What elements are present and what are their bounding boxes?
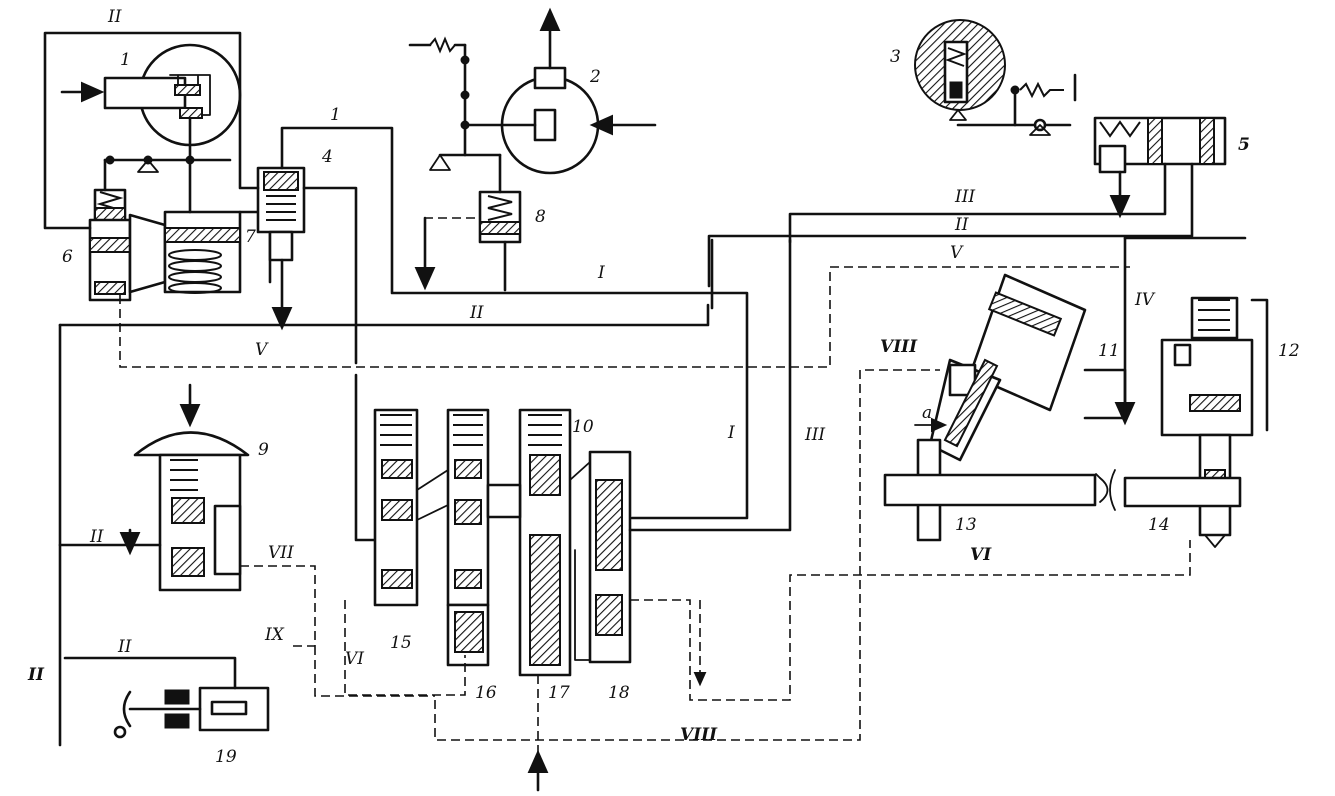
line-label-VIII-bottom: VIII bbox=[680, 725, 718, 745]
unit-2-valve bbox=[463, 7, 657, 175]
unit-8-valve bbox=[408, 36, 522, 292]
line-label-III-mid: III bbox=[804, 425, 825, 445]
pipelines-dashed bbox=[119, 266, 1191, 792]
unit-9-valve bbox=[133, 383, 250, 592]
label-15: 15 bbox=[390, 633, 412, 653]
label-10: 10 bbox=[572, 417, 594, 437]
line-label-1b: I bbox=[597, 263, 605, 283]
unit-11-valve bbox=[914, 273, 1136, 462]
line-label-VI-left: VI bbox=[345, 649, 364, 669]
line-label-II-top: II bbox=[107, 7, 122, 27]
unit-3-valve bbox=[914, 19, 1077, 136]
unit-1-valve bbox=[60, 43, 242, 162]
line-label-VIII-left: VIII bbox=[880, 337, 918, 357]
line-label-II-right: II bbox=[954, 215, 969, 235]
line-label-a: a bbox=[922, 403, 932, 423]
label-1: 1 bbox=[120, 50, 131, 70]
line-label-II-19: II bbox=[117, 637, 132, 657]
line-label-II-left: II bbox=[27, 665, 45, 685]
label-14: 14 bbox=[1148, 515, 1170, 535]
line-label-IX: IX bbox=[264, 625, 285, 645]
unit-14-shaft bbox=[1109, 469, 1242, 511]
unit-12-valve bbox=[1160, 296, 1269, 548]
labels: 1 2 3 4 5 6 7 8 9 10 11 12 13 14 15 16 1… bbox=[27, 7, 1300, 767]
valve-block-15-18 bbox=[373, 408, 632, 677]
label-11: 11 bbox=[1098, 341, 1120, 361]
label-3: 3 bbox=[890, 47, 901, 67]
line-label-1a: 1 bbox=[330, 105, 341, 125]
label-6: 6 bbox=[62, 247, 73, 267]
unit-5-cylinder bbox=[707, 116, 1227, 288]
pipelines-solid bbox=[43, 31, 1247, 747]
line-label-VII: VII bbox=[268, 543, 294, 563]
line-label-IV: IV bbox=[1134, 290, 1156, 310]
label-17: 17 bbox=[548, 683, 570, 703]
line-label-V-right: V bbox=[950, 243, 964, 263]
line-label-III-top: III bbox=[954, 187, 975, 207]
label-5: 5 bbox=[1238, 135, 1250, 155]
line-label-VI-right: VI bbox=[970, 545, 992, 565]
unit-7-chamber bbox=[163, 158, 272, 294]
label-12: 12 bbox=[1278, 341, 1300, 361]
unit-19-handle bbox=[63, 656, 270, 739]
label-9: 9 bbox=[258, 440, 269, 460]
label-16: 16 bbox=[475, 683, 497, 703]
line-label-II-9: II bbox=[89, 527, 104, 547]
line-label-1c: I bbox=[727, 423, 735, 443]
label-7: 7 bbox=[245, 227, 256, 247]
label-4: 4 bbox=[321, 147, 333, 167]
label-13: 13 bbox=[955, 515, 977, 535]
unit-6-regulator bbox=[88, 155, 232, 302]
unit-13-shaft bbox=[883, 438, 1109, 542]
label-8: 8 bbox=[535, 207, 546, 227]
line-label-II-mid: II bbox=[469, 303, 484, 323]
label-18: 18 bbox=[608, 683, 630, 703]
unit-4-valve bbox=[256, 166, 306, 331]
label-19: 19 bbox=[215, 747, 237, 767]
line-label-V-left: V bbox=[255, 340, 269, 360]
label-2: 2 bbox=[589, 67, 601, 87]
